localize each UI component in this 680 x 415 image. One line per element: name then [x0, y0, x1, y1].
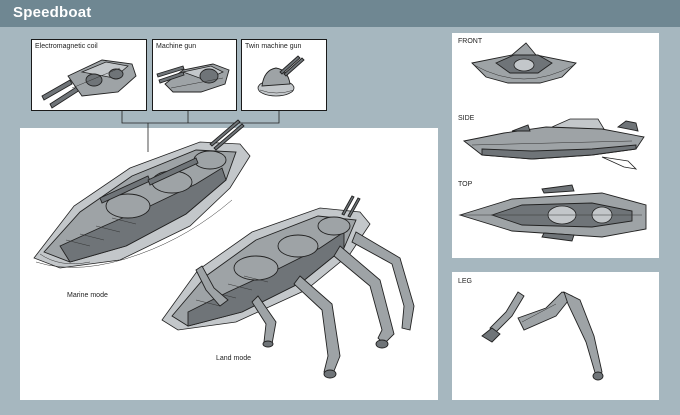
inset-label-twin-machine-gun: Twin machine gun: [245, 43, 302, 50]
land-mode-boat: [161, 195, 415, 379]
inset-twin-machine-gun: Twin machine gun: [241, 39, 327, 111]
inset-electromagnetic-coil: Electromagnetic coil: [31, 39, 147, 111]
leg-panel: LEG: [452, 272, 659, 400]
twin-machine-gun-drawing: [257, 55, 305, 97]
views-panel: FRONT SIDE TOP: [452, 33, 659, 258]
leg-drawing: [481, 291, 604, 381]
front-view: [471, 42, 577, 84]
inset-label-machine-gun: Machine gun: [156, 43, 197, 50]
front-view-label: FRONT: [458, 38, 483, 45]
side-view-label: SIDE: [458, 115, 475, 122]
leg-label: LEG: [458, 278, 473, 285]
inset-label-electromagnetic-coil: Electromagnetic coil: [35, 43, 98, 50]
header-bar: Speedboat: [0, 0, 680, 27]
machine-gun-drawing: [156, 63, 230, 93]
top-view-label: TOP: [458, 181, 473, 188]
land-mode-label: Land mode: [216, 355, 252, 362]
orthographic-views-drawing: [458, 42, 647, 242]
marine-mode-label: Marine mode: [67, 292, 108, 299]
side-view: [462, 118, 645, 170]
inset-machine-gun: Machine gun: [152, 39, 237, 111]
marine-mode-boat: [33, 119, 251, 269]
electromagnetic-coil-drawing: [41, 59, 137, 109]
top-view: [458, 184, 647, 242]
page-title: Speedboat: [13, 4, 92, 21]
